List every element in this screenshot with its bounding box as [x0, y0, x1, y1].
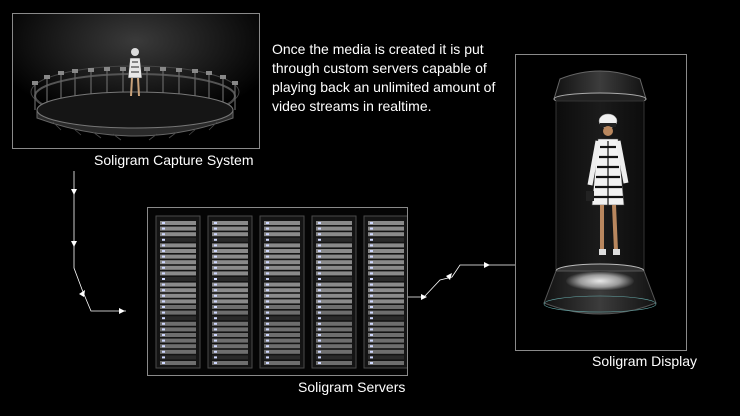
- arrow-icon: [446, 273, 452, 280]
- arrow-icon: [71, 241, 77, 247]
- server-rack: [311, 215, 357, 369]
- server-rack: [207, 215, 253, 369]
- server-rack: [259, 215, 305, 369]
- soligram-display-illustration: [516, 55, 686, 350]
- arrow-icon: [421, 294, 427, 300]
- capture-rig-illustration: [13, 14, 259, 148]
- arrow-icon: [119, 308, 125, 314]
- capture-system-panel: [12, 13, 260, 149]
- connector-capture-to-servers: [73, 171, 126, 312]
- arrow-icon: [79, 290, 85, 297]
- server-rack: [155, 215, 201, 369]
- model-figure-icon: [127, 48, 143, 97]
- display-panel: [515, 54, 687, 351]
- display-label: Soligram Display: [592, 353, 698, 369]
- connector-servers-to-display: [408, 264, 515, 298]
- servers-panel: [147, 207, 408, 376]
- arrow-icon: [484, 262, 490, 268]
- servers-label: Soligram Servers: [298, 379, 406, 395]
- server-rack: [363, 215, 407, 369]
- server-racks-illustration: [148, 208, 407, 375]
- arrow-icon: [71, 189, 77, 195]
- capture-system-label: Soligram Capture System: [94, 152, 254, 168]
- description-text: Once the media is created it is put thro…: [272, 41, 496, 114]
- hologram-model-icon: [586, 113, 629, 255]
